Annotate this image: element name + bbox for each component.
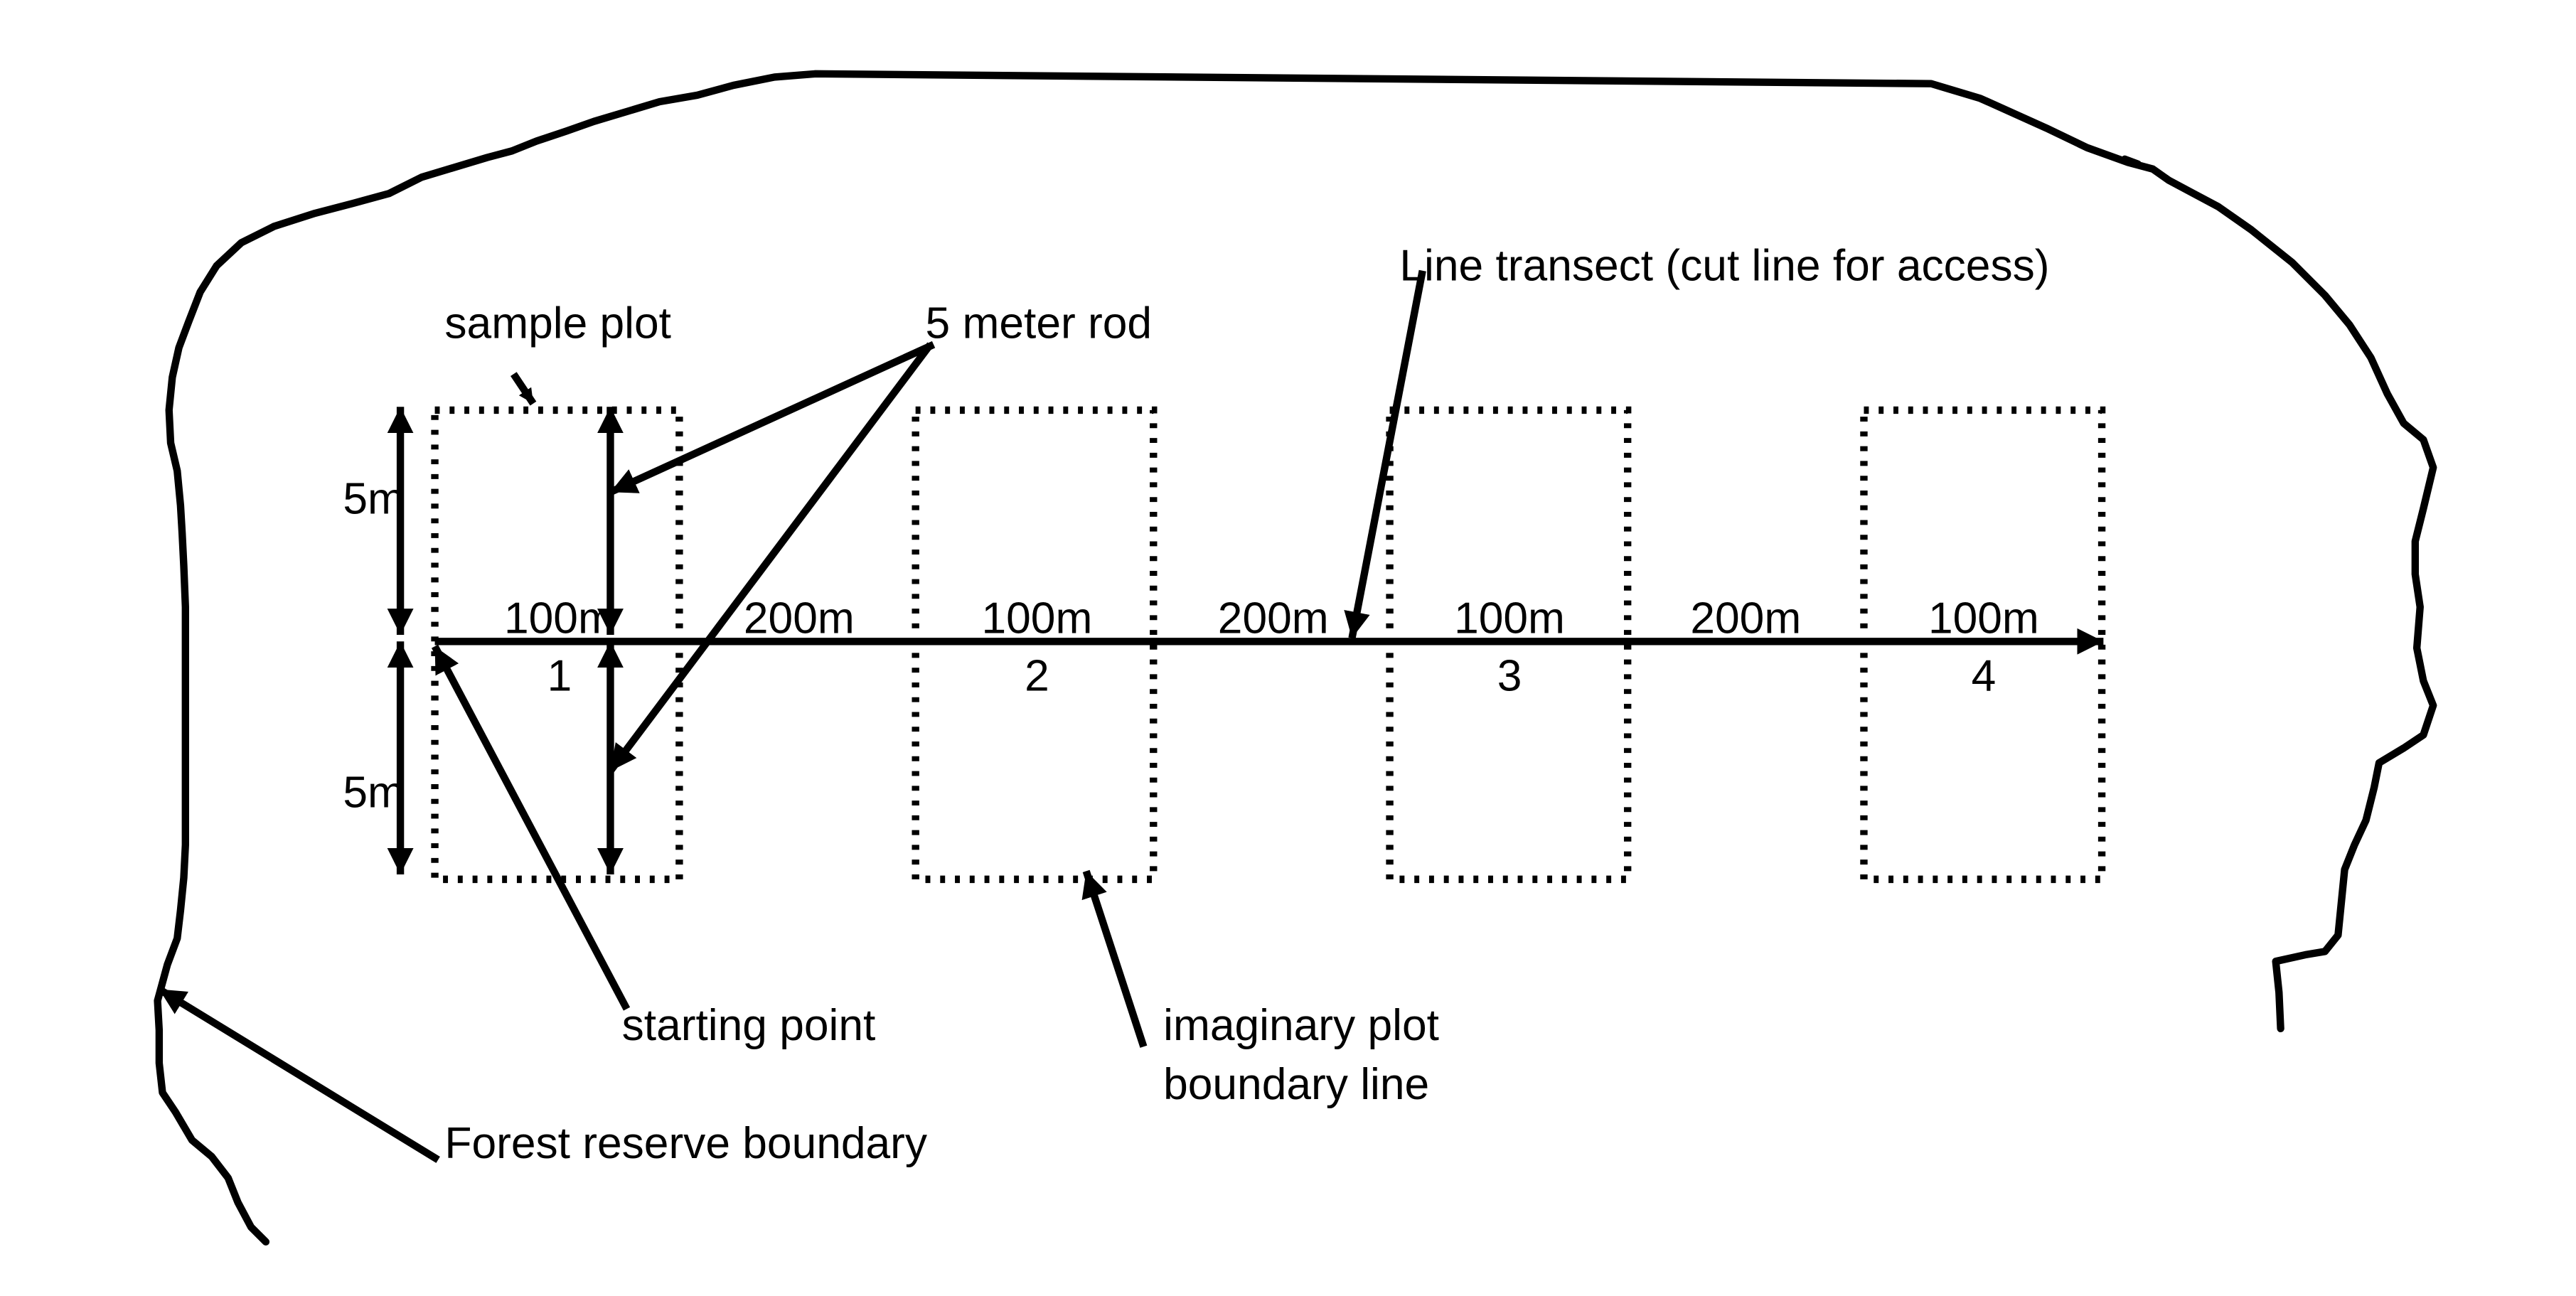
starting-point-leader — [431, 644, 631, 1011]
rod-leader-bottom — [607, 342, 934, 773]
gap-2-length: 200m — [1218, 594, 1329, 643]
plot-4-length: 100m — [1928, 594, 2039, 643]
imaginary-line-label-2: boundary line — [1163, 1060, 1429, 1109]
sample-plot-1 — [431, 406, 683, 884]
forest-reserve-boundary-notch — [2121, 155, 2142, 168]
plot-1-number: 1 — [547, 651, 572, 700]
rod-label: 5 meter rod — [926, 299, 1153, 348]
rod-leader-top — [609, 341, 936, 496]
plot-1-length: 100m — [504, 594, 615, 643]
transect-leader — [1344, 269, 1426, 639]
half-width-bottom-label: 5m — [343, 768, 405, 817]
gap-1-length: 200m — [744, 594, 855, 643]
sample-plot-label: sample plot — [444, 299, 671, 348]
plot-4-number: 4 — [1972, 651, 1997, 700]
forest-boundary-label: Forest reserve boundary — [444, 1119, 928, 1168]
gap-3-length: 200m — [1690, 594, 1801, 643]
imaginary-line-label-1: imaginary plot — [1163, 1001, 1439, 1050]
starting-point-label: starting point — [622, 1001, 876, 1050]
transect-label: Line transect (cut line for access) — [1399, 242, 2049, 291]
half-width-top-label: 5m — [343, 474, 405, 523]
forest-boundary-leader — [157, 986, 440, 1163]
plot-2-number: 2 — [1025, 651, 1049, 700]
plot-2-length: 100m — [982, 594, 1093, 643]
imaginary-line-leader — [1081, 869, 1148, 1048]
plot-3-number: 3 — [1497, 651, 1522, 700]
sample-plot-leader — [510, 372, 537, 406]
plot-3-length: 100m — [1454, 594, 1565, 643]
forest-reserve-boundary-line — [154, 70, 2437, 1246]
